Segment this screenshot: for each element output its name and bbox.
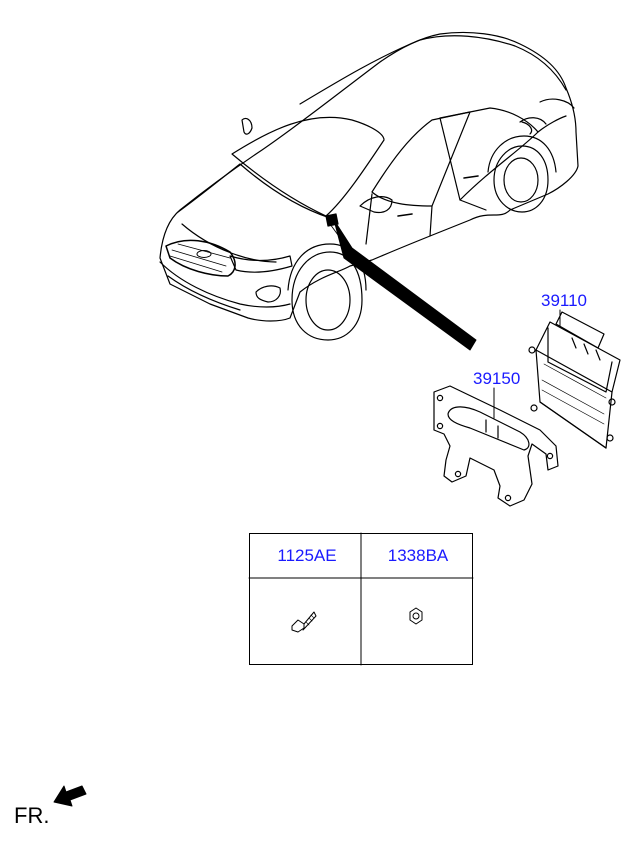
callout-39150: 39150 <box>473 369 521 388</box>
part-number-1125ae: 1125AE <box>277 546 337 565</box>
ecu-module-39110 <box>528 311 621 449</box>
car-illustration <box>159 31 579 341</box>
front-arrow-icon <box>53 785 87 807</box>
nut-icon <box>409 607 423 625</box>
front-direction-label: FR. <box>14 803 50 828</box>
parts-table: 1125AE 1338BA <box>249 533 473 665</box>
bracket-39150 <box>433 385 559 507</box>
location-leader <box>333 219 477 351</box>
callout-39110: 39110 <box>541 291 588 310</box>
part-number-1338ba: 1338BA <box>387 546 449 565</box>
bolt-icon <box>291 611 317 633</box>
